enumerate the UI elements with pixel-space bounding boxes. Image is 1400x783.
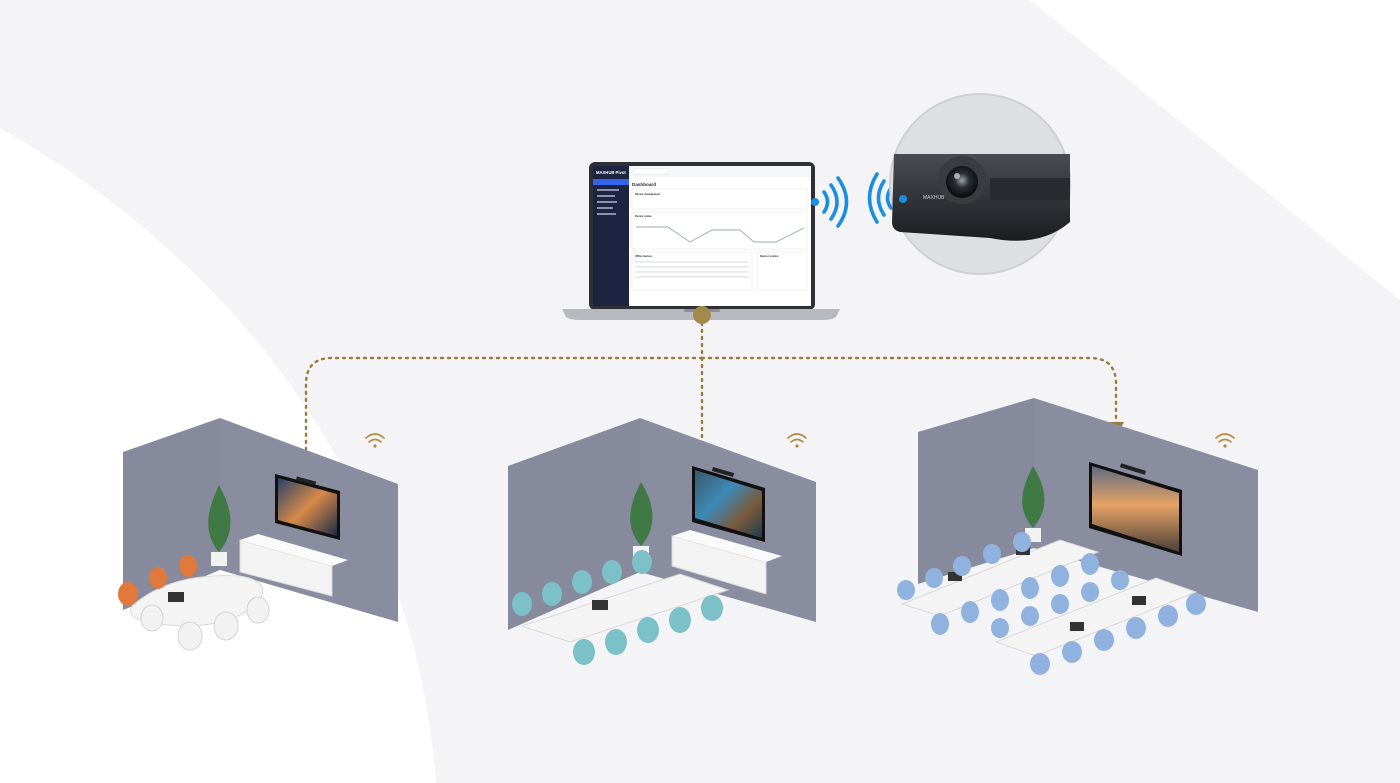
map-card [756, 251, 808, 291]
plant-leaves [208, 485, 231, 552]
dashboard-title: Dashboard [632, 182, 656, 187]
large-training-room [897, 398, 1258, 675]
chairs [118, 555, 197, 606]
laptop: MAXHUB Pivot Dashboard Device management… [562, 162, 840, 320]
laptop-line-chart [636, 226, 805, 243]
chart-card [631, 211, 808, 250]
connection-line-left [304, 356, 704, 478]
plant-leaves [1022, 466, 1045, 528]
camera-grille [990, 178, 1070, 200]
table-card-title: Offline devices [635, 255, 653, 258]
table-laptop [948, 572, 962, 581]
small-meeting-room [118, 418, 398, 651]
laptop-topbar [629, 166, 811, 177]
sidebar-item-active [593, 179, 629, 185]
camera-status-led [899, 195, 907, 203]
camera-brand-label: MAXHUB [923, 195, 945, 201]
map-card-title: Device Location [760, 255, 779, 258]
room-tv-screen [278, 478, 337, 536]
wireless-signal-icon [811, 176, 849, 228]
chairs [897, 532, 1206, 675]
wifi-icon [1215, 433, 1235, 448]
camera-bar [892, 154, 1070, 241]
sideboard-top [672, 530, 782, 562]
table-laptop [1070, 622, 1084, 631]
room-tv-screen [695, 470, 762, 538]
room-camera [711, 467, 735, 477]
chairs [512, 550, 723, 665]
camera-closeup: MAXHUB [889, 93, 1071, 275]
room-left-wall [918, 398, 1034, 584]
chart-card-title: Device status [635, 214, 652, 218]
overview-card [631, 188, 808, 210]
room-camera [1119, 463, 1147, 475]
training-table-back [900, 539, 1100, 617]
laptop-search [632, 168, 670, 175]
table-laptop [1132, 596, 1146, 605]
camera-lens [946, 166, 978, 198]
wifi-icon [365, 433, 385, 448]
sideboard-top [240, 534, 348, 566]
medium-meeting-room [508, 418, 816, 665]
connection-line-right [700, 356, 1118, 426]
overview-card-title: Device management [635, 192, 660, 196]
room-camera [295, 476, 317, 486]
wifi-icon [787, 433, 807, 448]
table-laptop [168, 592, 184, 602]
room-tv-screen [1092, 466, 1179, 552]
camera-lens-highlight [954, 173, 960, 179]
laptop-brand: MAXHUB Pivot [596, 170, 626, 175]
chairs-white [140, 596, 270, 651]
sidebar-items [597, 189, 619, 215]
plant-pot [211, 552, 227, 566]
plant-leaves [630, 482, 653, 546]
table-rows [635, 261, 749, 278]
table-laptop [592, 600, 608, 610]
hub-node-icon [693, 306, 711, 324]
meeting-table [520, 573, 730, 643]
laptop-sidebar [593, 166, 629, 306]
